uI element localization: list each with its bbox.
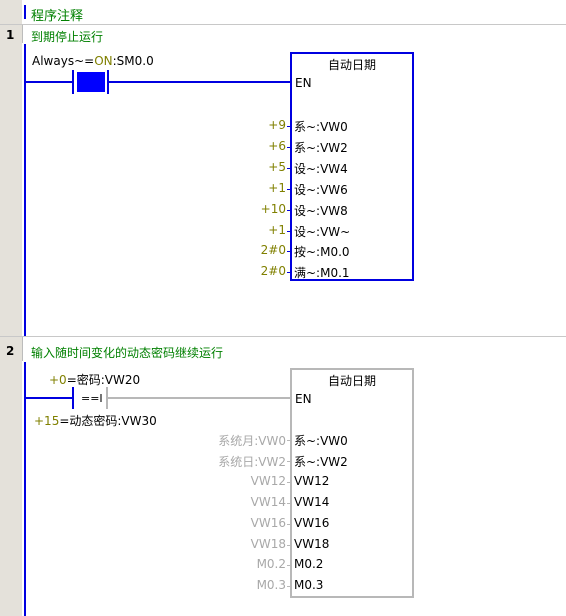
network-1-pin-value-3[interactable]: +5 xyxy=(268,159,286,174)
network-2-header-line xyxy=(22,337,23,361)
network-1-contact-label: Always~=ON:SM0.0 xyxy=(32,54,154,68)
network-2-compare-op[interactable]: ==I xyxy=(81,392,103,405)
compare-bottom-name: =动态密码:VW30 xyxy=(59,414,157,428)
network-2-wire-left xyxy=(26,397,72,399)
network-1-en-pin: EN xyxy=(295,76,312,90)
network-2-pin-value-6[interactable]: VW18 xyxy=(250,536,286,551)
network-2-pin-name-8: M0.3 xyxy=(294,578,324,593)
contact-label-b: ~= xyxy=(74,54,95,68)
contact-label-a: Always xyxy=(32,54,75,68)
network-2-compare-bottom-label: +15=动态密码:VW30 xyxy=(34,412,157,429)
network-1-pin-stub-5 xyxy=(287,209,291,211)
network-2-wire-right xyxy=(108,397,291,399)
network-1-pin-value-7[interactable]: 2#0 xyxy=(260,243,286,258)
network-1-pin-name-5: 设~:VW8 xyxy=(294,203,348,218)
network-2-pin-stub-5 xyxy=(287,523,291,525)
network-2-pin-value-8[interactable]: M0.3 xyxy=(256,578,286,593)
network-1-pin-value-4[interactable]: +1 xyxy=(268,180,286,195)
network-2-function-block[interactable]: 自动日期 EN xyxy=(290,368,414,598)
network-2-pin-stub-3 xyxy=(287,481,291,483)
network-1-number[interactable]: 1 xyxy=(6,28,15,42)
network-2-pin-stub-4 xyxy=(287,502,291,504)
network-1-block-title: 自动日期 xyxy=(327,58,376,72)
network-1-contact-selected[interactable] xyxy=(77,72,105,92)
network-1-pin-name-8: 满~:M0.1 xyxy=(294,266,350,281)
network-1-pin-name-1: 系~:VW0 xyxy=(294,120,348,134)
network-1-wire-right xyxy=(109,81,291,83)
network-2-compare-left-bar xyxy=(72,387,74,409)
network-2-pin-stub-6 xyxy=(287,544,291,546)
network-1-pin-name-3: 设~:VW4 xyxy=(294,161,348,176)
network-1-pin-stub-7 xyxy=(287,251,291,253)
network-2-pin-name-4: VW14 xyxy=(294,494,330,509)
network-1-pin-stub-8 xyxy=(287,272,291,274)
network-2-pin-name-1: 系~:VW0 xyxy=(294,434,348,448)
network-1-pin-stub-6 xyxy=(287,230,291,232)
network-1-pin-value-2[interactable]: +6 xyxy=(268,138,286,153)
header-gutter xyxy=(0,0,22,24)
contact-label-c: ON xyxy=(94,54,113,68)
network-1-pin-name-7: 按~:M0.0 xyxy=(294,245,350,260)
network-1-pin-value-8[interactable]: 2#0 xyxy=(260,264,286,279)
network-1-title[interactable]: 到期停止运行 xyxy=(31,30,104,44)
network-2-pin-name-3: VW12 xyxy=(294,473,330,488)
network-1-pin-value-5[interactable]: +10 xyxy=(260,201,286,216)
network-2-pin-stub-8 xyxy=(287,586,291,588)
network-2-pin-value-7[interactable]: M0.2 xyxy=(256,557,286,572)
network-2-pin-value-2[interactable]: 系统日:VW2 xyxy=(218,454,286,469)
network-1-pin-value-1[interactable]: +9 xyxy=(268,118,286,132)
network-2-pin-name-5: VW16 xyxy=(294,515,330,530)
network-2-compare-top-label: +0=密码:VW20 xyxy=(49,371,140,388)
network-1-contact-right-bar xyxy=(107,70,109,94)
network-2-number[interactable]: 2 xyxy=(6,344,15,358)
network-1-function-block[interactable]: 自动日期 EN xyxy=(290,52,414,281)
network-1-pin-value-6[interactable]: +1 xyxy=(268,222,286,237)
network-1-pin-stub-2 xyxy=(287,146,291,148)
network-1-pin-name-2: 系~:VW2 xyxy=(294,140,348,155)
compare-top-name: =密码:VW20 xyxy=(66,373,141,387)
network-1-header-line xyxy=(22,25,23,43)
compare-top-value: +0 xyxy=(49,373,67,387)
network-2-pin-name-2: 系~:VW2 xyxy=(294,454,348,469)
network-2-pin-value-3[interactable]: VW12 xyxy=(250,473,286,488)
network-1-pin-stub-4 xyxy=(287,188,291,190)
network-2-pin-stub-2 xyxy=(287,460,291,462)
network-1-pin-name-6: 设~:VW~ xyxy=(294,224,351,239)
network-2-pin-value-5[interactable]: VW16 xyxy=(250,515,286,530)
header-marker xyxy=(24,5,26,19)
network-2-pin-stub-7 xyxy=(287,565,291,567)
network-2-pin-name-6: VW18 xyxy=(294,536,330,551)
program-comment[interactable]: 程序注释 xyxy=(31,9,84,24)
network-2-pin-value-4[interactable]: VW14 xyxy=(250,494,286,509)
network-1-separator xyxy=(0,336,566,337)
network-2-gutter xyxy=(0,337,22,616)
network-1-power-rail xyxy=(24,44,26,336)
header-separator xyxy=(0,24,566,25)
network-1-contact-left-bar xyxy=(72,70,74,94)
network-2-pin-stub-1 xyxy=(287,440,291,441)
network-2-pin-value-1[interactable]: 系统月:VW0 xyxy=(218,434,286,448)
network-2-en-pin: EN xyxy=(295,392,312,406)
network-1-pin-stub-1 xyxy=(287,126,291,127)
network-2-block-title: 自动日期 xyxy=(327,374,376,388)
network-2-title[interactable]: 输入随时间变化的动态密码继续运行 xyxy=(31,346,224,360)
network-1-pin-name-4: 设~:VW6 xyxy=(294,182,348,197)
network-1-wire-left xyxy=(26,81,72,83)
network-1-gutter xyxy=(0,25,22,336)
compare-bottom-value: +15 xyxy=(34,414,60,428)
network-2-pin-name-7: M0.2 xyxy=(294,557,324,572)
network-2-power-rail xyxy=(24,362,26,616)
contact-label-d: :SM0.0 xyxy=(112,54,154,68)
network-2-compare-right-bar xyxy=(106,387,108,409)
network-1-pin-stub-3 xyxy=(287,167,291,169)
